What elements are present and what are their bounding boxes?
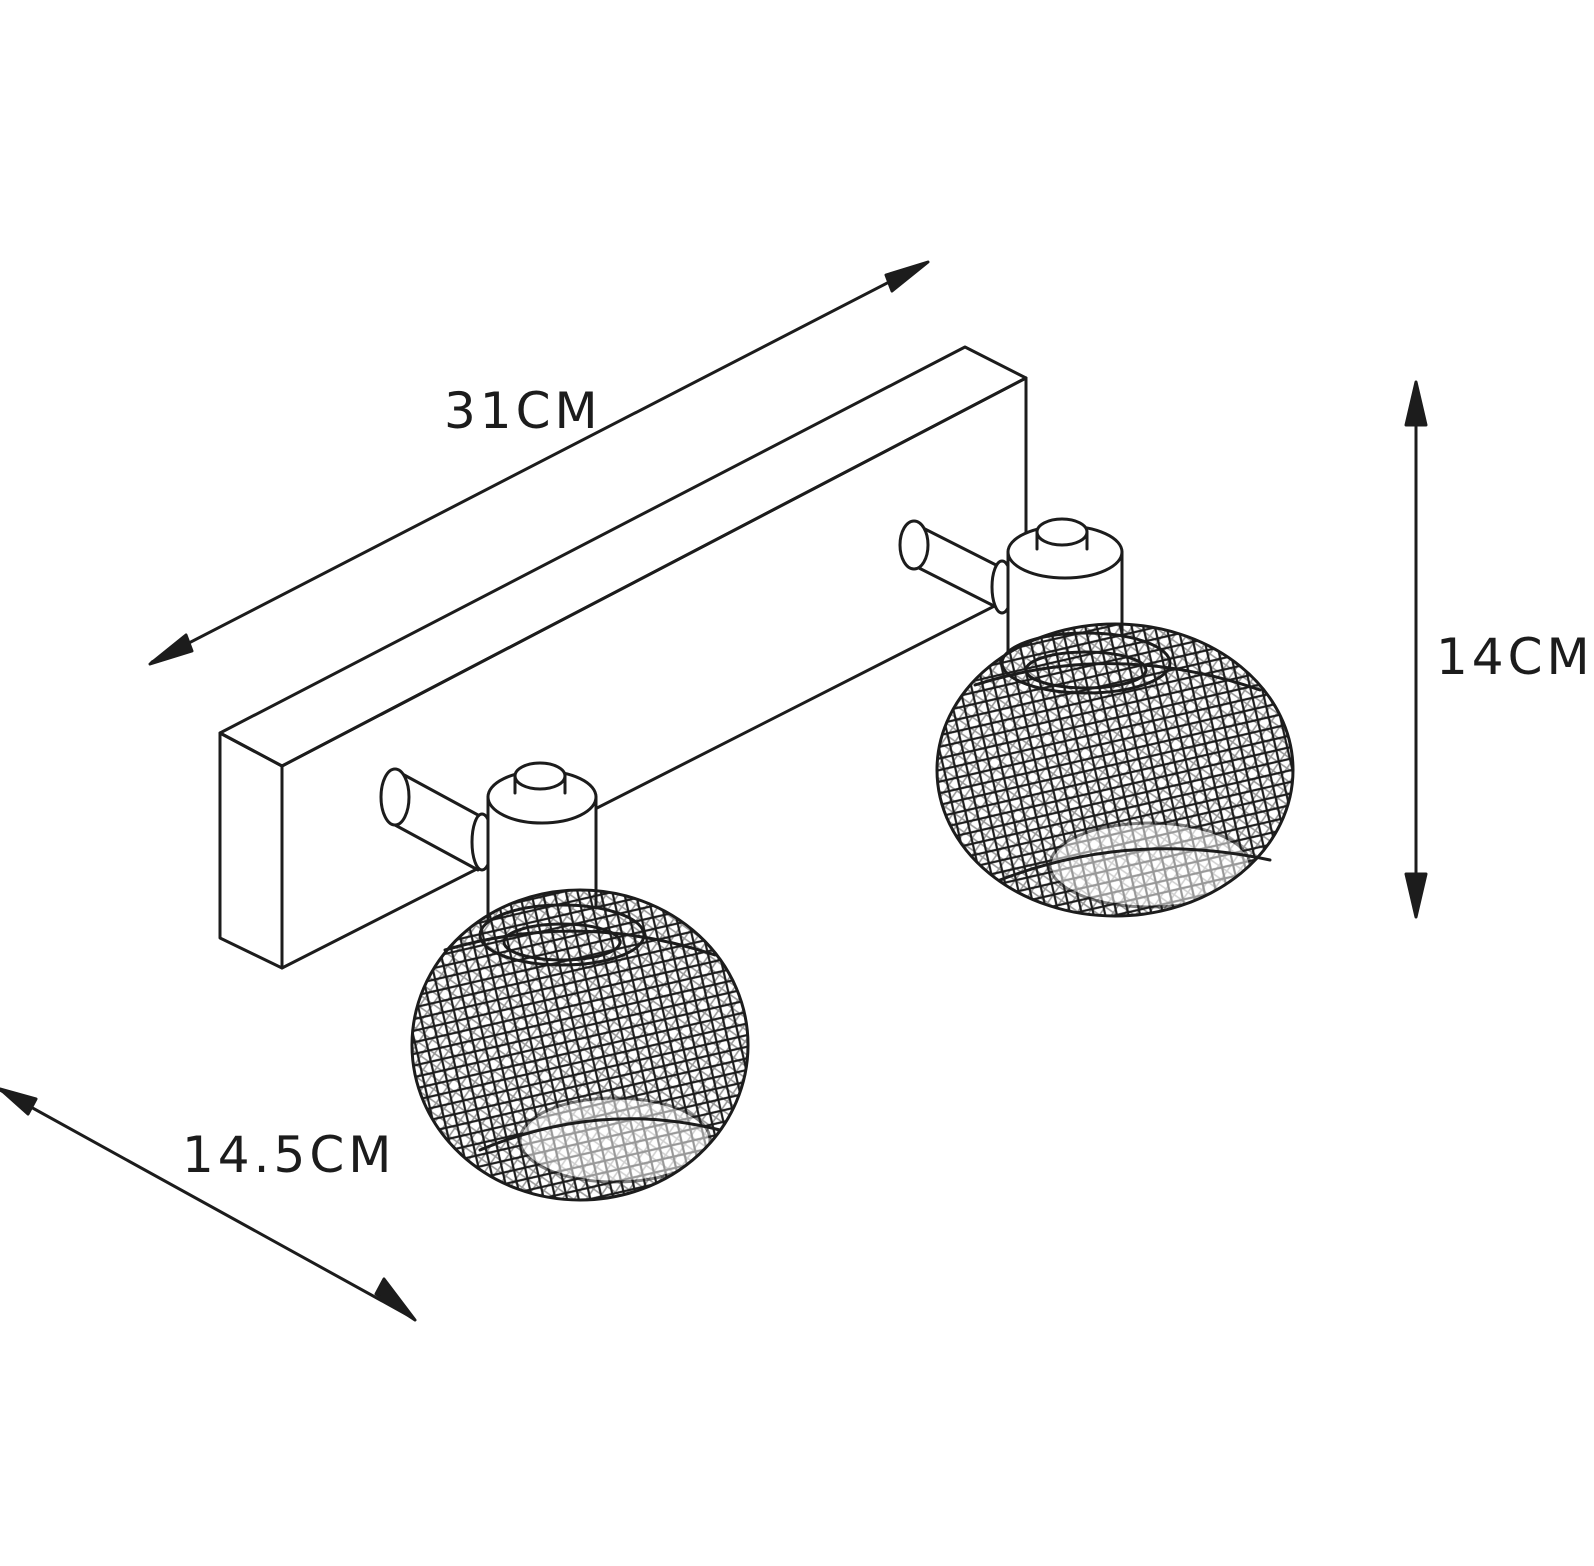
lamp-line-drawing: [0, 260, 1428, 1322]
dimension-label-depth: 14.5CM: [182, 1126, 396, 1184]
spot-right: [898, 517, 1295, 918]
dimension-arrow-width: [148, 260, 930, 666]
dimension-arrow-height: [1404, 380, 1428, 919]
mounting-plate: [218, 345, 1028, 970]
dimension-arrow-depth: [0, 1087, 417, 1322]
technical-drawing: 31CM 14CM 14.5CM: [0, 260, 1590, 1322]
dimension-label-height: 14CM: [1436, 628, 1594, 686]
dimension-label-width: 31CM: [444, 382, 602, 440]
spot-left: [379, 761, 750, 1202]
